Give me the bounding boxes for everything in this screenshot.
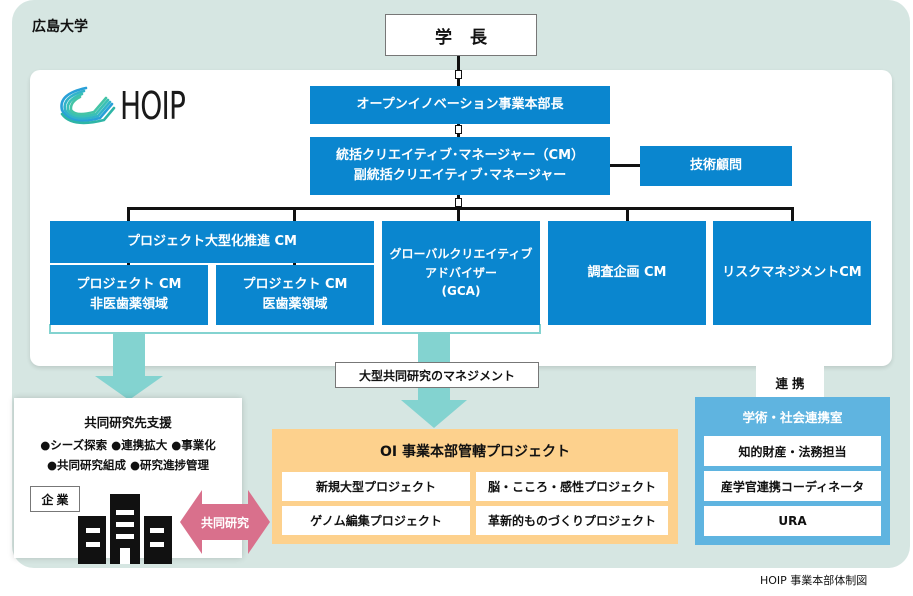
arrow-to-company-shaft <box>113 334 145 378</box>
joint-research-label: 共同研究 <box>200 516 249 530</box>
hoip-logo-text: HOIP <box>120 84 186 128</box>
branch-drop <box>457 207 460 221</box>
figure-caption: HOIP 事業本部体制図 <box>760 574 868 587</box>
project-med-line1: プロジェクト CM <box>242 276 348 292</box>
project-item: 脳・こころ・感性プロジェクト <box>476 472 668 501</box>
gca-line2: アドバイザー <box>424 265 497 280</box>
sub-connector <box>293 262 296 266</box>
arrow-down-icon <box>401 400 467 428</box>
company-support-bullets-2: ●共同研究組成 ●研究進捗管理 <box>46 458 210 472</box>
project-scaleup-cm-box: プロジェクト大型化推進 CM <box>50 221 374 263</box>
company-label: 企業 <box>30 486 80 512</box>
arrow-down-icon <box>95 376 163 400</box>
president-box: 学長 <box>385 14 537 56</box>
ccm-box: 統括クリエイティブ･マネージャー（CM） 副統括クリエイティブ･マネージャー <box>310 137 610 195</box>
branch-drop <box>293 207 296 221</box>
tech-advisor-box: 技術顧問 <box>640 146 792 186</box>
academic-item: 知的財産・法務担当 <box>704 436 881 466</box>
project-item: ゲノム編集プロジェクト <box>282 506 470 535</box>
project-nonmed-line1: プロジェクト CM <box>76 276 182 292</box>
ccm-line2: 副統括クリエイティブ･マネージャー <box>353 168 567 183</box>
cooperation-label: 連携 <box>756 366 824 398</box>
branch-drop <box>127 207 130 221</box>
double-arrow-icon <box>180 490 270 554</box>
university-label: 広島大学 <box>32 19 88 35</box>
ccm-line1: 統括クリエイティブ･マネージャー（CM） <box>335 147 585 163</box>
oi-head-box: オープンイノベーション事業本部長 <box>310 86 610 124</box>
gca-line1: グローバルクリエイティブ <box>389 247 533 262</box>
branch-drop <box>791 207 794 221</box>
branch-line <box>127 207 793 210</box>
academic-item: 産学官連携コーディネータ <box>704 471 881 501</box>
oi-projects-title: OI 事業本部管轄プロジェクト <box>380 444 570 460</box>
building-icon <box>78 494 172 564</box>
project-cm-nonmed-box: プロジェクト CM 非医歯薬領域 <box>50 265 208 325</box>
hoip-logo-icon <box>60 86 116 125</box>
company-support-title: 共同研究先支援 <box>84 415 172 430</box>
academic-office-title: 学術・社会連携室 <box>742 410 843 425</box>
project-cm-med-box: プロジェクト CM 医歯薬領域 <box>216 265 374 325</box>
company-support-bullets-1: ●シーズ探索 ●連携拡大 ●事業化 <box>40 438 216 452</box>
connector-node <box>455 70 462 79</box>
gca-line3: (GCA) <box>441 284 481 299</box>
project-item: 新規大型プロジェクト <box>282 472 470 501</box>
academic-item: URA <box>704 506 881 536</box>
risk-management-cm-box: リスクマネジメントCM <box>713 221 871 325</box>
gca-box: グローバルクリエイティブ アドバイザー (GCA) <box>382 221 540 325</box>
connector-line <box>610 164 640 167</box>
branch-drop <box>626 207 629 221</box>
connector-node <box>455 125 462 134</box>
project-nonmed-line2: 非医歯薬領域 <box>89 297 168 312</box>
project-item: 革新的ものづくりプロジェクト <box>476 506 668 535</box>
sub-connector <box>127 262 130 266</box>
connector-node <box>455 198 462 207</box>
survey-planning-cm-box: 調査企画 CM <box>548 221 706 325</box>
teal-highlight-frame <box>49 324 541 334</box>
management-label: 大型共同研究のマネジメント <box>335 362 539 388</box>
project-med-line2: 医歯薬領域 <box>262 297 328 312</box>
